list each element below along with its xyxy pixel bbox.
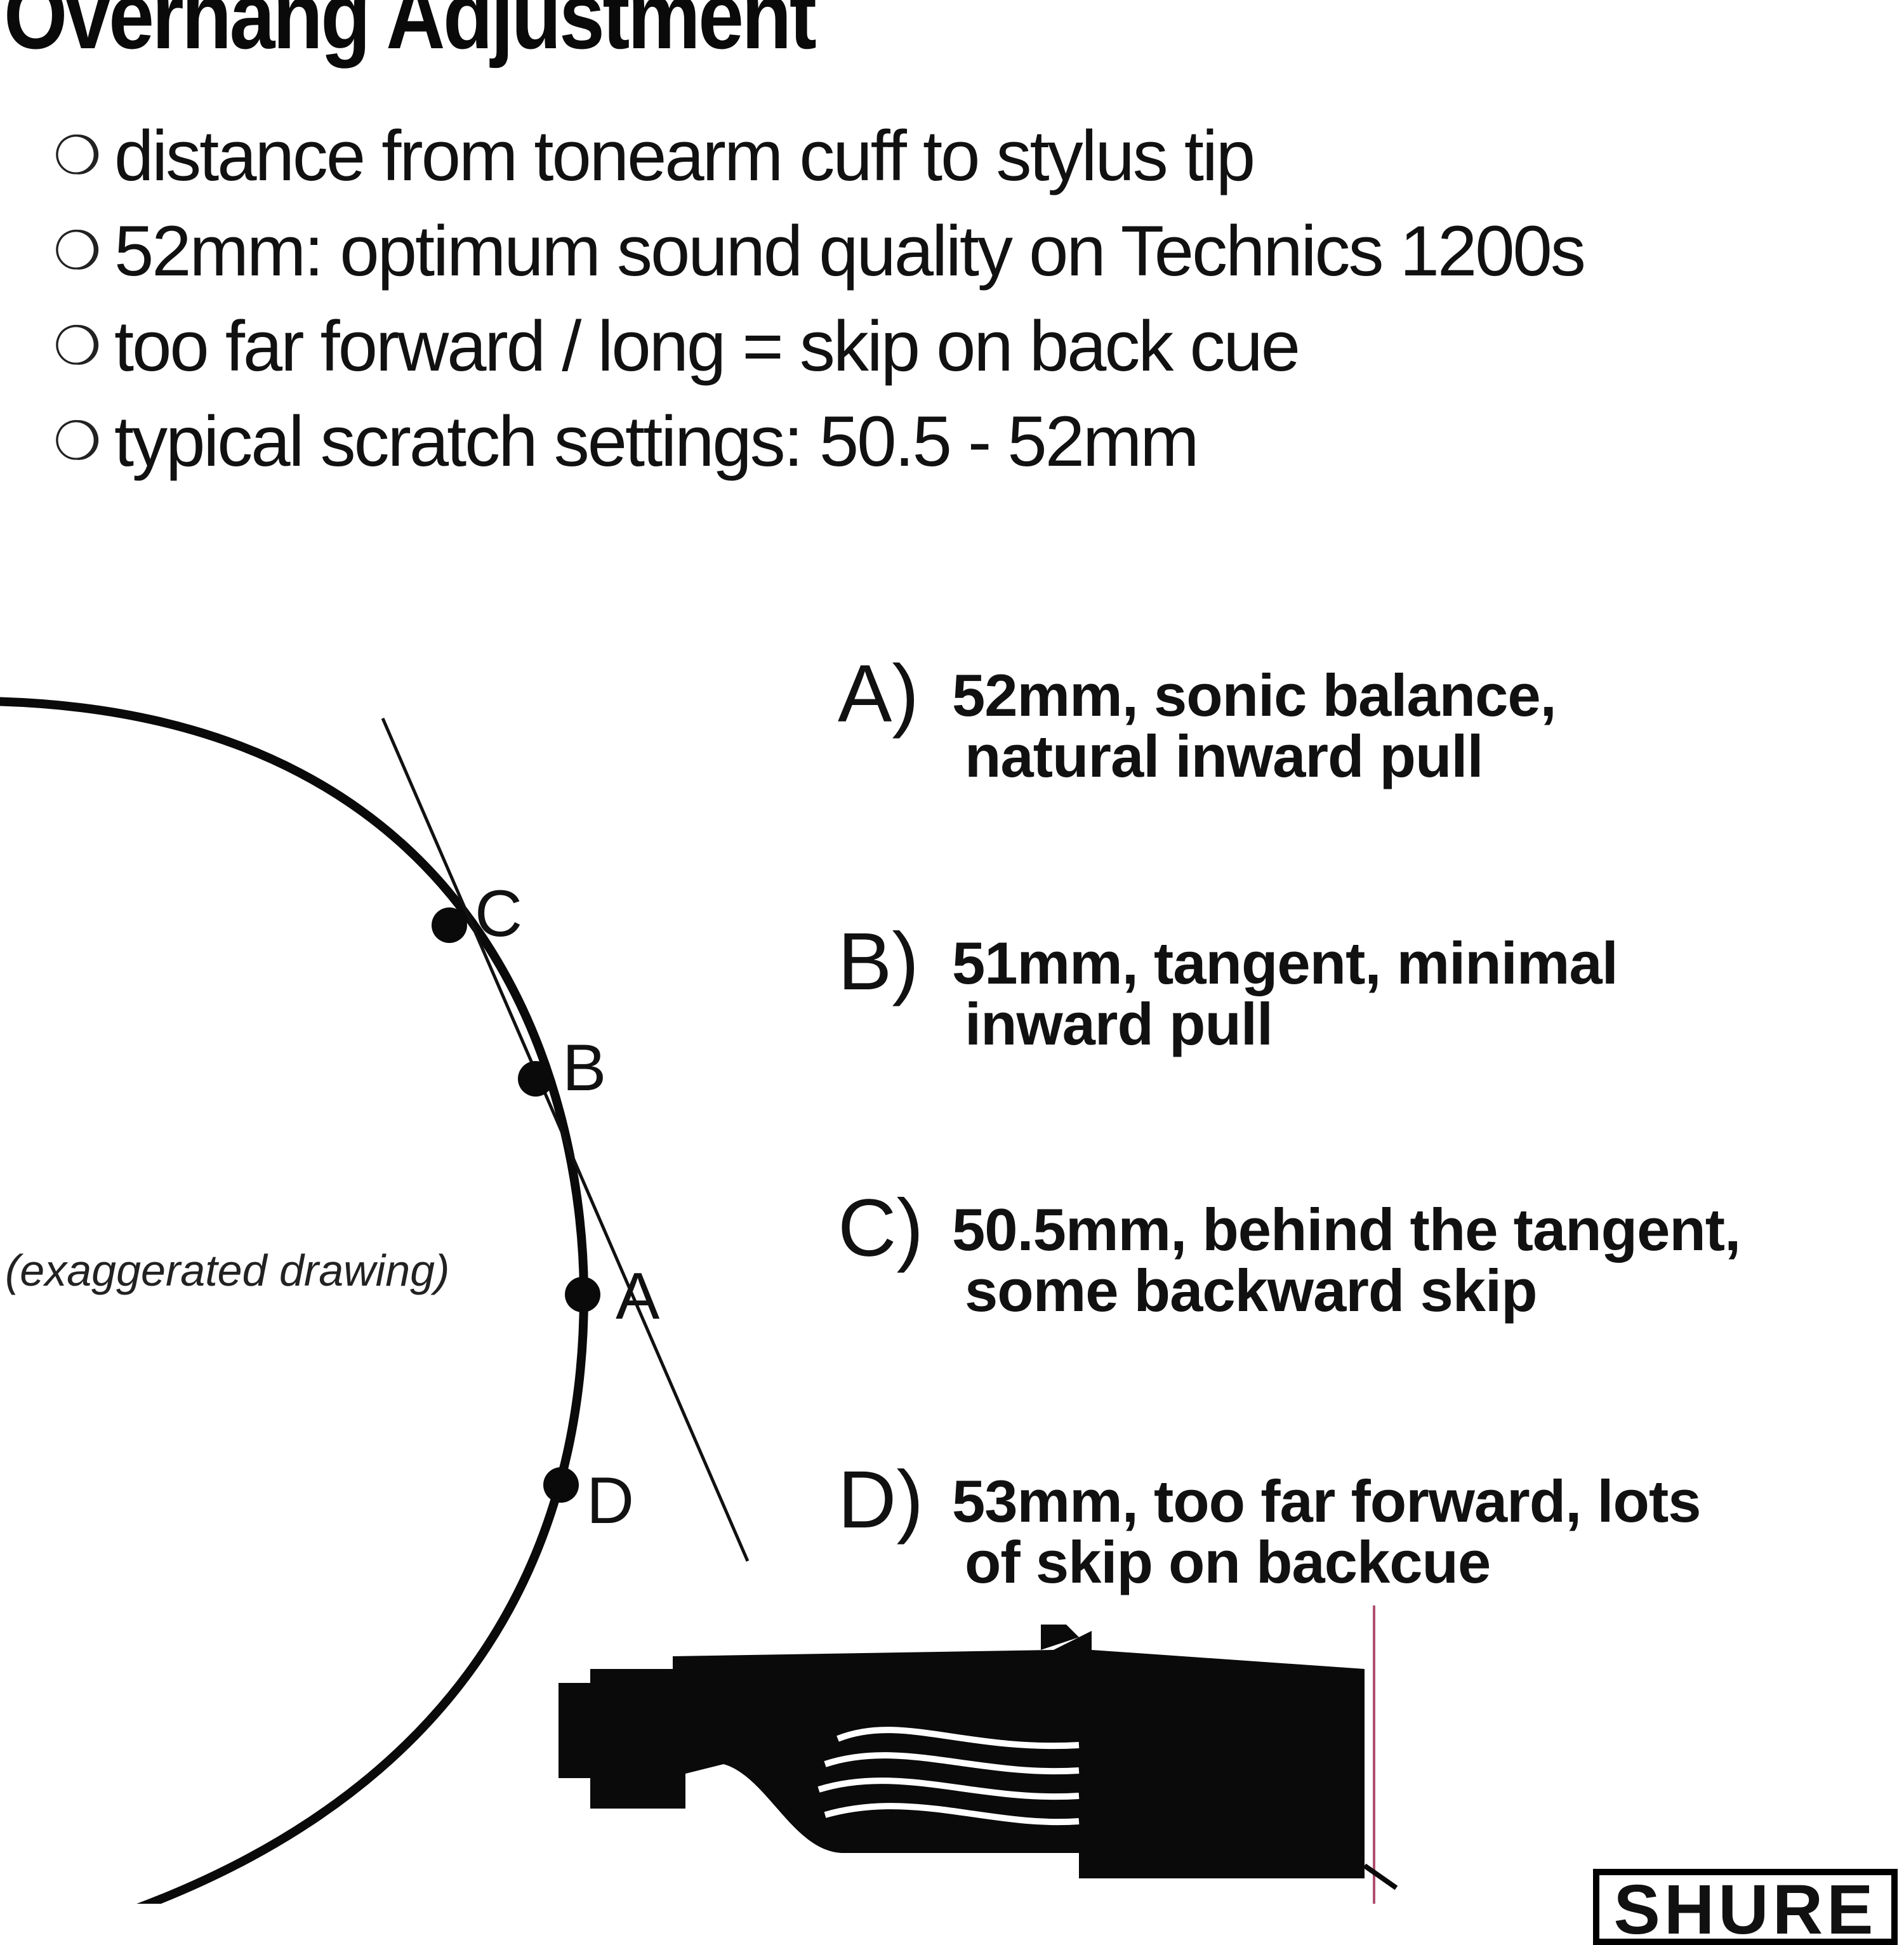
bullet-item: ❍ 52mm: optimum sound quality on Technic… <box>53 203 1586 298</box>
legend-key: B) <box>838 916 919 1007</box>
point-b-label: B <box>562 1031 606 1105</box>
shure-logo: SHURE <box>1593 1869 1898 1945</box>
circle-bullet-icon: ❍ <box>53 221 101 280</box>
circle-bullet-icon: ❍ <box>53 316 101 376</box>
bullet-text: typical scratch settings: 50.5 - 52mm <box>114 401 1200 481</box>
exaggerated-drawing-note: (exaggerated drawing) <box>5 1246 449 1295</box>
legend-line-1: 52mm, sonic balance, <box>952 662 1557 729</box>
bullet-text: 52mm: optimum sound quality on Technics … <box>114 211 1586 291</box>
point-c-marker <box>432 907 467 943</box>
point-a-label: A <box>616 1260 660 1333</box>
legend-line-2: some backward skip <box>965 1257 1538 1324</box>
point-d-marker <box>543 1467 579 1503</box>
bullet-item: ❍ distance from tonearm cuff to stylus t… <box>53 108 1584 203</box>
cartridge-wires <box>817 1727 1080 1826</box>
legend-key: C) <box>838 1183 924 1274</box>
bullet-text: distance from tonearm cuff to stylus tip <box>114 115 1255 195</box>
bullet-item: ❍ too far forward / long = skip on back … <box>53 298 1584 393</box>
headshell-cartridge-icon <box>559 1625 1365 1878</box>
point-b-marker <box>518 1061 553 1097</box>
circle-bullet-icon: ❍ <box>53 411 101 471</box>
legend-line-2: inward pull <box>965 991 1273 1057</box>
bullet-item: ❍ typical scratch settings: 50.5 - 52mm <box>53 393 1584 489</box>
point-a-marker <box>565 1277 600 1312</box>
legend-line-2: of skip on backcue <box>965 1529 1491 1595</box>
legend-key: D) <box>838 1454 924 1545</box>
legend-key: A) <box>838 649 919 739</box>
page-title: Overhang Adjustment <box>4 0 817 69</box>
circle-bullet-icon: ❍ <box>53 126 101 185</box>
legend-line-1: 51mm, tangent, minimal <box>952 930 1618 996</box>
point-d-label: D <box>586 1464 634 1538</box>
point-c-label: C <box>475 877 522 951</box>
bullet-text: too far forward / long = skip on back cu… <box>114 306 1300 386</box>
groove-arc <box>0 697 589 1904</box>
legend-line-1: 53mm, too far forward, lots <box>952 1468 1702 1534</box>
tangent-line <box>381 718 750 1562</box>
legend-line-1: 50.5mm, behind the tangent, <box>952 1196 1741 1263</box>
stylus-cantilever <box>1363 1863 1398 1890</box>
legend-line-2: natural inward pull <box>965 723 1484 789</box>
bullet-list: ❍ distance from tonearm cuff to stylus t… <box>53 108 1586 489</box>
